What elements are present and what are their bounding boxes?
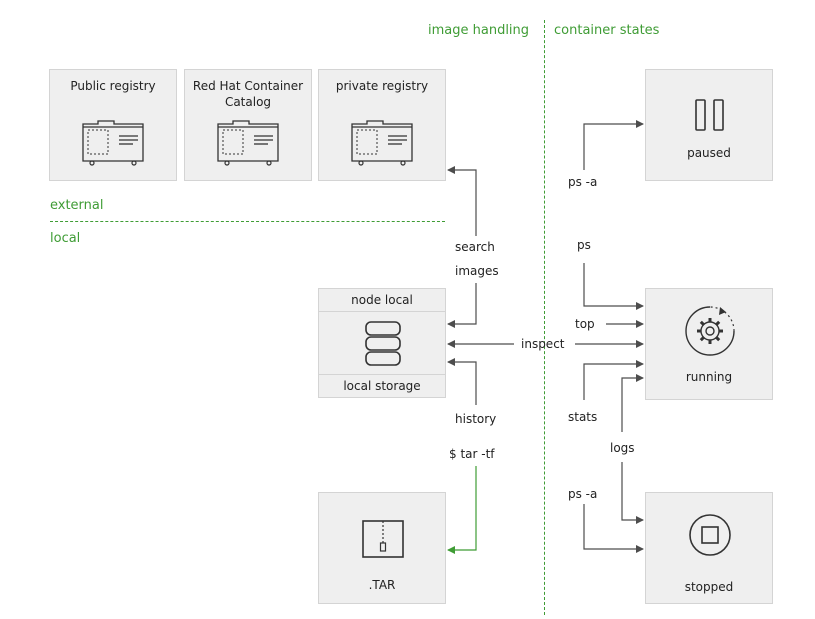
state-box-paused: paused (645, 69, 773, 181)
cmd-stats: stats (568, 410, 598, 424)
registry-box-public: Public registry (49, 69, 177, 181)
logs-connector-bottom (621, 462, 644, 524)
state-box-running: running (645, 288, 773, 400)
cmd-ps: ps (577, 238, 591, 252)
database-icon (365, 321, 401, 366)
registry-icon (351, 120, 413, 166)
stop-icon (689, 514, 731, 556)
gear-cycle-icon (685, 306, 735, 356)
ps-a-stopped-connector (583, 504, 644, 553)
registry-box-private: private registry (318, 69, 446, 181)
local-storage-label: local storage (319, 374, 445, 397)
registry-label: Red Hat Container Catalog (192, 79, 304, 109)
cmd-search: search (455, 240, 495, 254)
cmd-logs: logs (610, 441, 635, 455)
history-connector (447, 358, 477, 405)
ps-connector (583, 263, 644, 310)
cmd-ps-a-paused: ps -a (568, 175, 598, 189)
local-label: local (50, 231, 81, 246)
stats-connector (583, 360, 644, 400)
registry-box-redhat-catalog: Red Hat Container Catalog (184, 69, 312, 181)
images-connector (447, 283, 477, 328)
cmd-history: history (455, 412, 497, 426)
paused-label: paused (687, 146, 731, 160)
image-handling-heading: image handling (428, 23, 530, 38)
cmd-inspect: inspect (521, 337, 565, 351)
registry-label: Public registry (70, 79, 156, 93)
archive-icon (362, 520, 404, 558)
registry-icon (217, 120, 279, 166)
state-box-stopped: stopped (645, 492, 773, 604)
cmd-tar-tf: $ tar -tf (449, 447, 495, 461)
search-connector (447, 166, 477, 236)
cmd-top: top (575, 317, 595, 331)
storage-body (319, 312, 445, 374)
tar-label: .TAR (368, 578, 396, 592)
running-label: running (685, 370, 733, 384)
logs-connector-top (621, 374, 644, 432)
node-local-label: node local (319, 289, 445, 312)
ps-a-paused-connector (583, 120, 644, 170)
container-states-heading: container states (554, 23, 660, 38)
external-label: external (50, 198, 104, 213)
stopped-label: stopped (684, 580, 734, 594)
registry-label: private registry (335, 79, 429, 93)
pause-icon (695, 99, 724, 131)
section-divider-vertical (544, 20, 545, 615)
cmd-images: images (455, 264, 499, 278)
cmd-ps-a-stopped: ps -a (568, 487, 598, 501)
registry-icon (82, 120, 144, 166)
external-local-divider (50, 221, 445, 222)
local-storage-box: node local local storage (318, 288, 446, 398)
tar-box: .TAR (318, 492, 446, 604)
tar-tf-connector (447, 466, 477, 554)
